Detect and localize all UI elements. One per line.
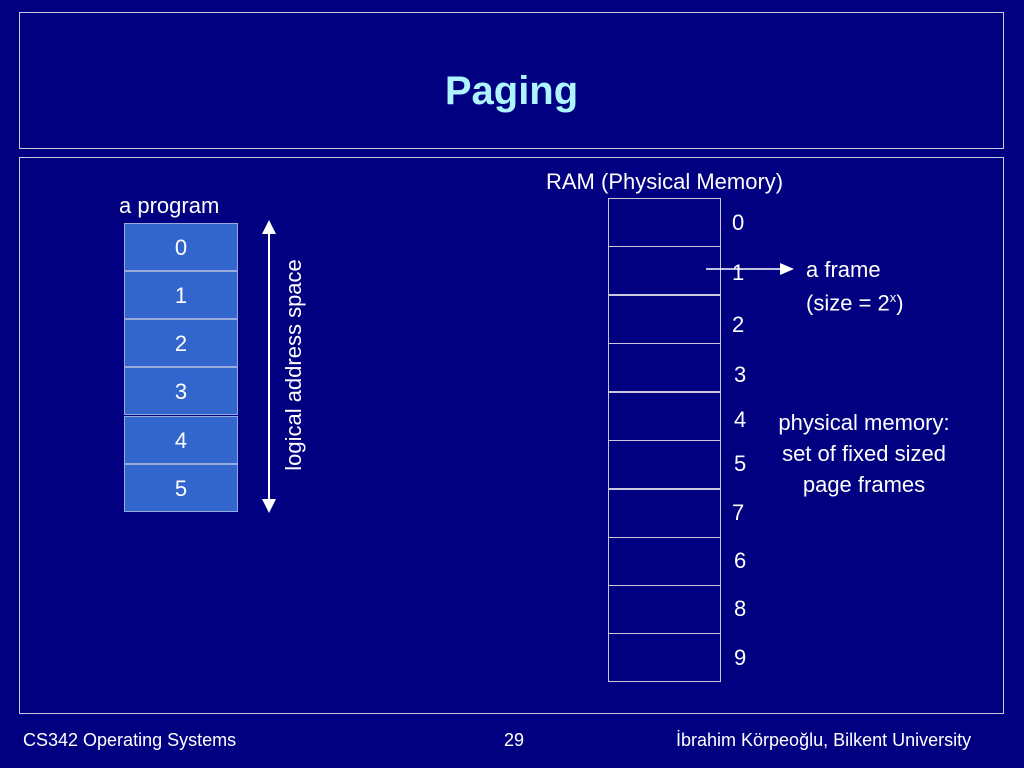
- frame-number-6: 7: [732, 500, 745, 525]
- program-page-4: 4: [124, 416, 238, 464]
- frame-note-line1: a frame: [806, 257, 881, 282]
- physical-note-line1: physical memory:: [778, 410, 950, 435]
- footer-author: İbrahim Körpeoğlu, Bilkent University: [676, 730, 972, 750]
- footer-page-number: 29: [504, 730, 525, 750]
- physical-note-line2: set of fixed sized: [782, 441, 946, 466]
- frame-pointer-arrow: [706, 263, 794, 275]
- ram-frame-3: [608, 343, 721, 392]
- program-page-0: 0: [124, 223, 238, 271]
- ram-frame-9: [608, 633, 721, 682]
- program-page-1: 1: [124, 271, 238, 319]
- frame-number-9: 9: [734, 645, 747, 670]
- ram-frame-8: [608, 585, 721, 634]
- frame-note-prefix: (size = 2: [806, 290, 890, 316]
- frame-note-line2: (size = 2x): [806, 290, 904, 316]
- logical-space-arrow: [262, 220, 276, 513]
- program-page-2: 2: [124, 319, 238, 367]
- program-label: a program: [119, 193, 220, 218]
- ram-frame-5: [608, 440, 721, 489]
- content-box: [19, 157, 1004, 714]
- program-page-5: 5: [124, 464, 238, 512]
- slide-title: Paging: [444, 69, 579, 113]
- ram-frame-6: [608, 489, 721, 538]
- frame-note-suffix: ): [896, 290, 904, 316]
- physical-note-line3: page frames: [802, 472, 926, 497]
- frame-number-0: 0: [732, 210, 745, 235]
- footer-course: CS342 Operating Systems: [23, 730, 237, 750]
- frame-number-1: 1: [732, 260, 745, 285]
- frame-number-4: 4: [734, 407, 747, 432]
- ram-frame-1: [608, 246, 721, 295]
- program-page-3: 3: [124, 367, 238, 415]
- frame-number-3: 3: [734, 362, 747, 387]
- frame-note-exponent: x: [889, 290, 897, 305]
- ram-label: RAM (Physical Memory): [546, 169, 784, 194]
- frame-number-7: 6: [734, 548, 747, 573]
- frame-number-5: 5: [734, 451, 747, 476]
- ram-frame-7: [608, 537, 721, 586]
- frame-number-2: 2: [732, 312, 745, 337]
- frame-number-8: 8: [734, 596, 747, 621]
- title-box: Paging: [19, 12, 1004, 149]
- ram-frame-0: [608, 198, 721, 247]
